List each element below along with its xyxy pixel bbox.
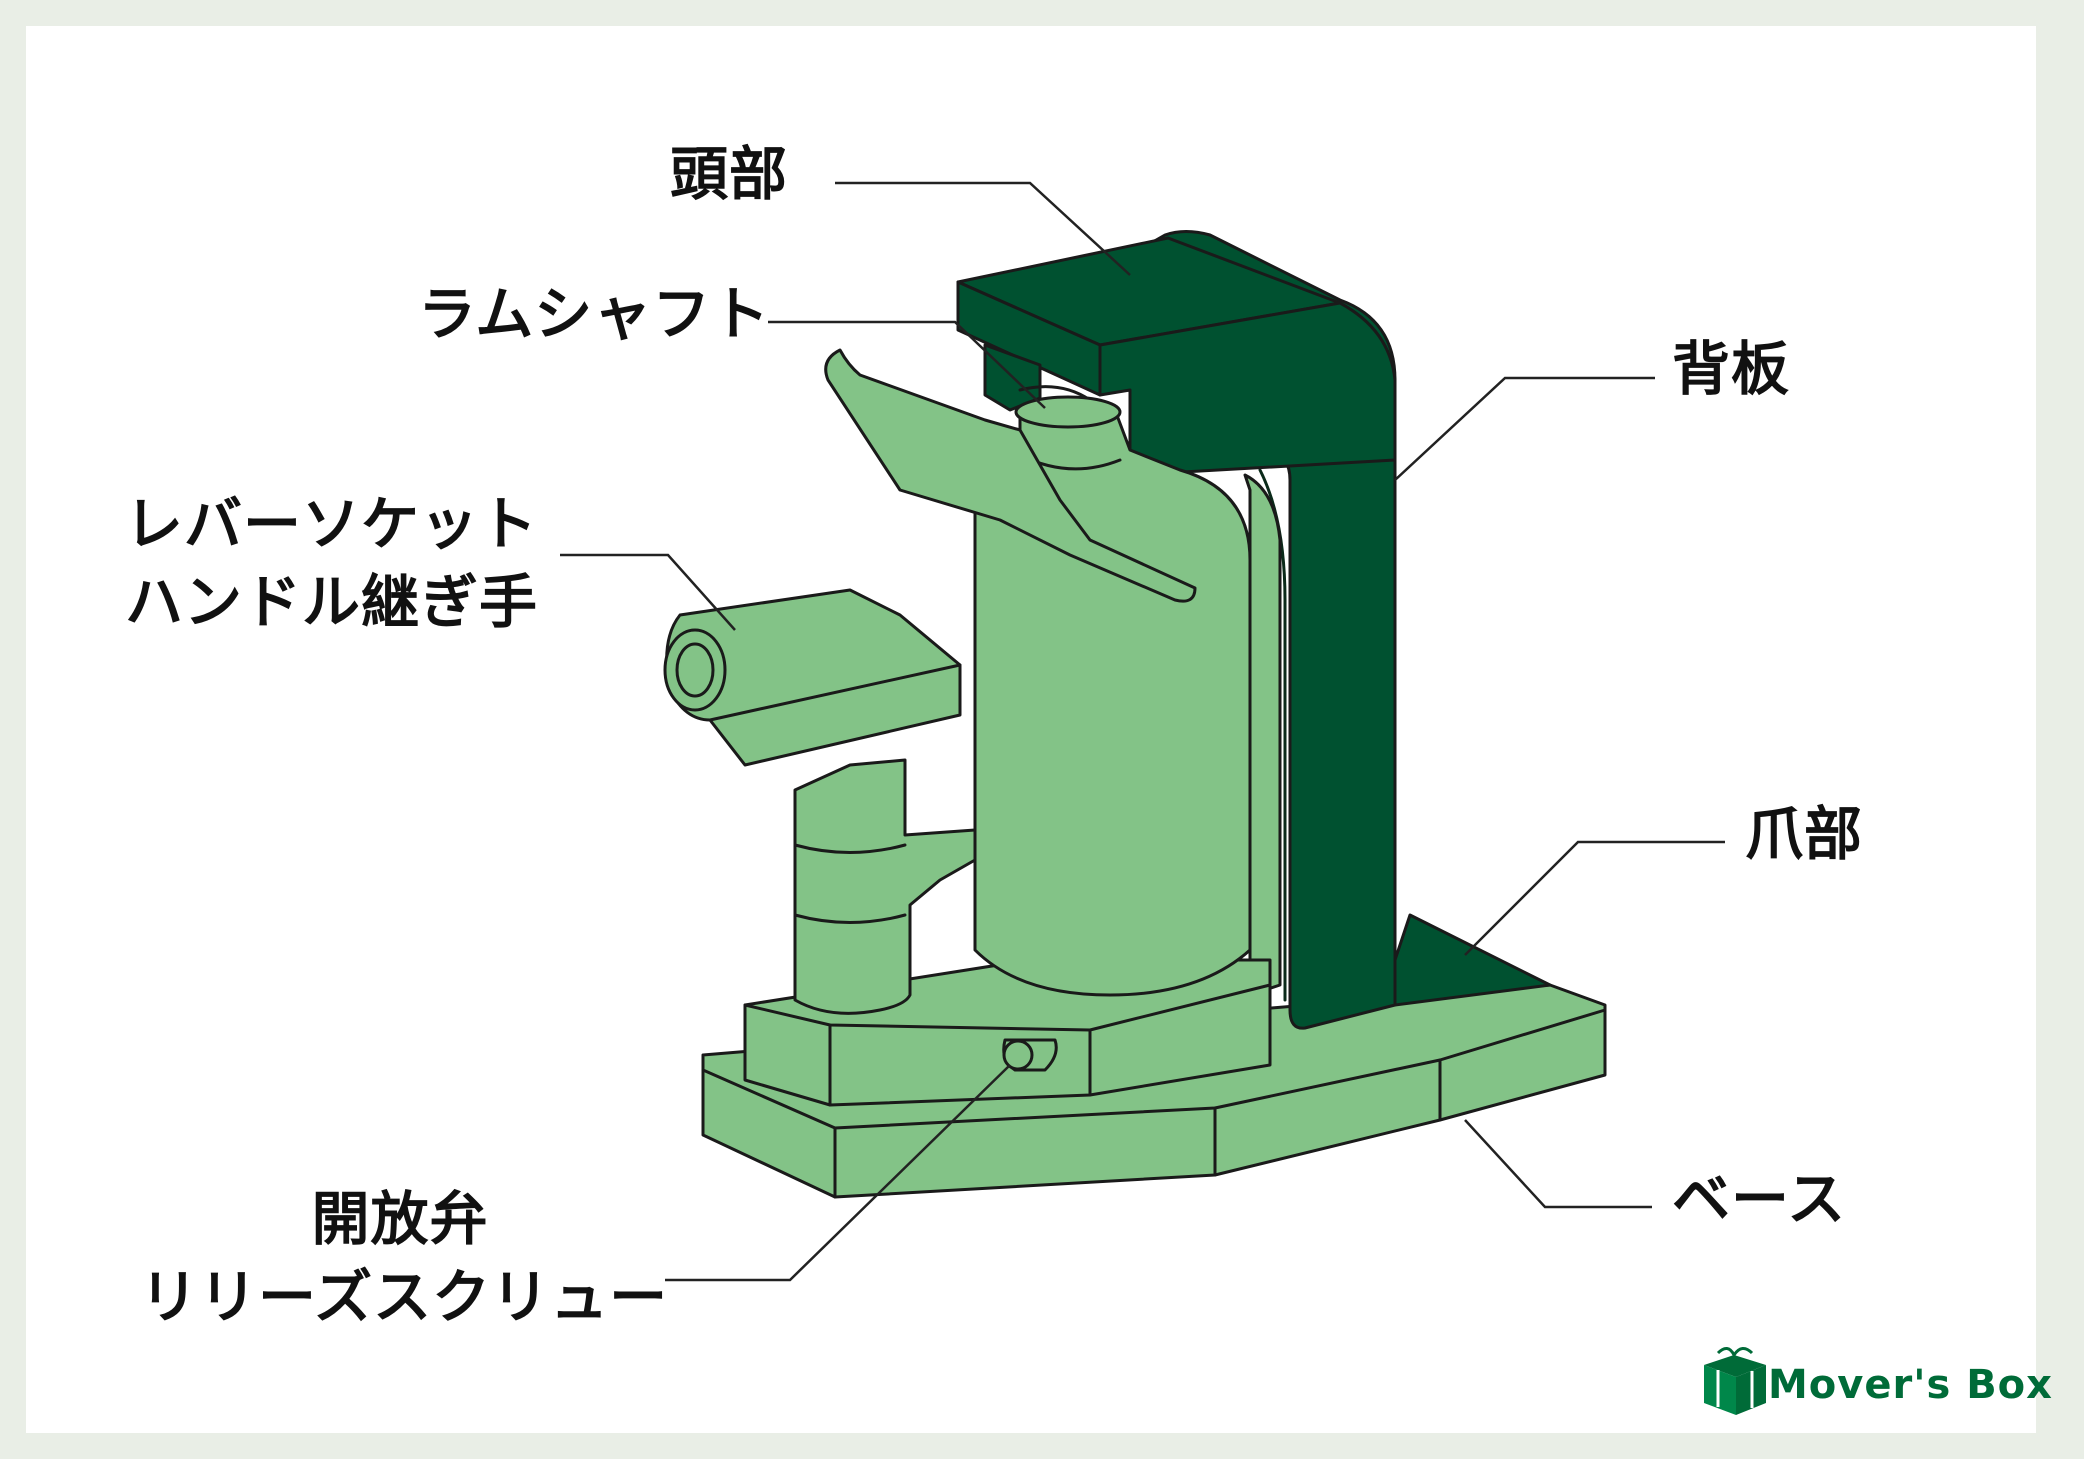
gift-box-icon (1704, 1347, 1766, 1415)
logo-text: Mover's Box (1768, 1362, 2053, 1408)
label-ram-shaft: ラムシャフト (418, 280, 771, 348)
leader-lines (560, 181, 1725, 1282)
leader-head (835, 181, 1131, 276)
leader-ram-shaft (768, 320, 1046, 409)
pump-column (793, 758, 977, 1015)
leader-claw (1464, 840, 1725, 956)
leader-lever-socket (560, 553, 736, 631)
leader-back-plate (1394, 376, 1655, 481)
label-lever-socket-line1: レバーソケット (124, 490, 538, 558)
leader-release-valve (665, 1064, 1011, 1282)
label-release-valve-line1: 開放弁 (311, 1185, 489, 1253)
label-claw: 爪部 (1745, 800, 1864, 868)
label-lever-socket-line2: ハンドル継ぎ手 (124, 568, 538, 637)
lever-bracket (824, 348, 1197, 603)
label-back-plate: 背板 (1672, 335, 1791, 403)
leader-base (1464, 1119, 1652, 1209)
label-base: ベース (1672, 1165, 1847, 1233)
label-release-valve-line2: リリーズスクリュー (140, 1263, 669, 1332)
label-head: 頭部 (670, 140, 789, 208)
label-release-valve: 開放弁 リリーズスクリュー (140, 1180, 669, 1337)
label-lever-socket: レバーソケット ハンドル継ぎ手 (118, 485, 538, 642)
